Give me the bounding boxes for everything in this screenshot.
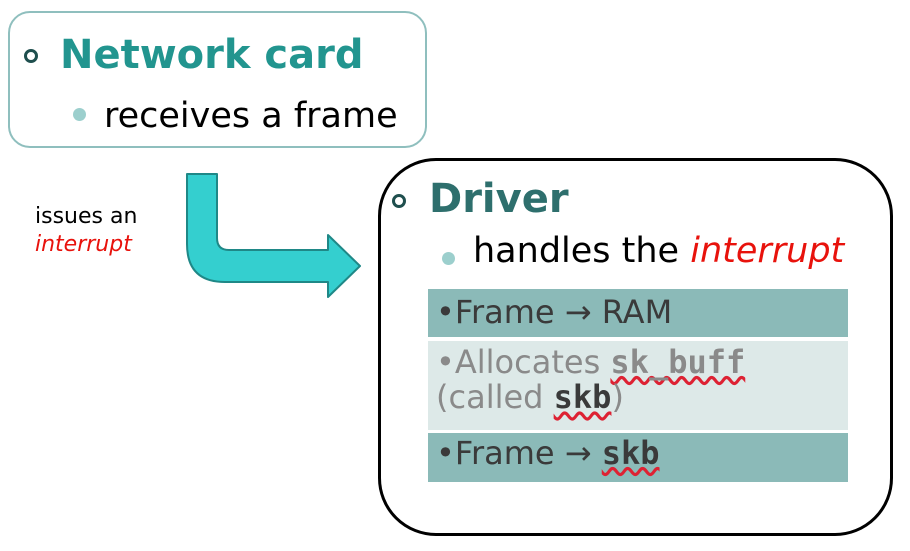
network-card-title: Network card [60,32,364,78]
arrow-label-line1: issues an [35,204,138,229]
bullet-dot-icon [442,252,455,265]
hollow-bullet-icon [24,49,38,63]
hollow-bullet-icon [392,194,406,208]
step-row-frame-to-ram: •Frame → RAM [428,289,848,337]
step-row-text: •Frame → [436,434,602,472]
step-row-text: •Frame → RAM [436,293,673,331]
sk-buff-code: sk_buff [610,343,746,381]
step-row-line1: •Allocates sk_buff [436,343,848,381]
step-row-line2: (called skb) [436,380,848,415]
driver-bullet-text: handles the [473,231,691,271]
arrow-label: issues an interrupt [35,203,137,259]
bullet-dot-icon [73,108,86,121]
step-row-text: (called [436,378,554,417]
arrow-label-interrupt: interrupt [35,232,132,258]
skb-code: skb [601,434,660,472]
driver-bullet-interrupt: interrupt [690,231,845,271]
step-row-allocates: •Allocates sk_buff (called skb) [428,341,848,430]
driver-title: Driver [429,176,569,222]
driver-bullet: handles the interrupt [473,234,844,269]
bent-arrow-icon [186,173,361,298]
step-row-frame-to-skb: •Frame → skb [428,433,848,482]
step-row-text: ) [611,378,624,417]
skb-code: skb [553,378,612,417]
network-card-box: Network card receives a frame [8,11,427,148]
network-card-bullet: receives a frame [104,96,398,136]
step-row-text: •Allocates [436,343,611,381]
